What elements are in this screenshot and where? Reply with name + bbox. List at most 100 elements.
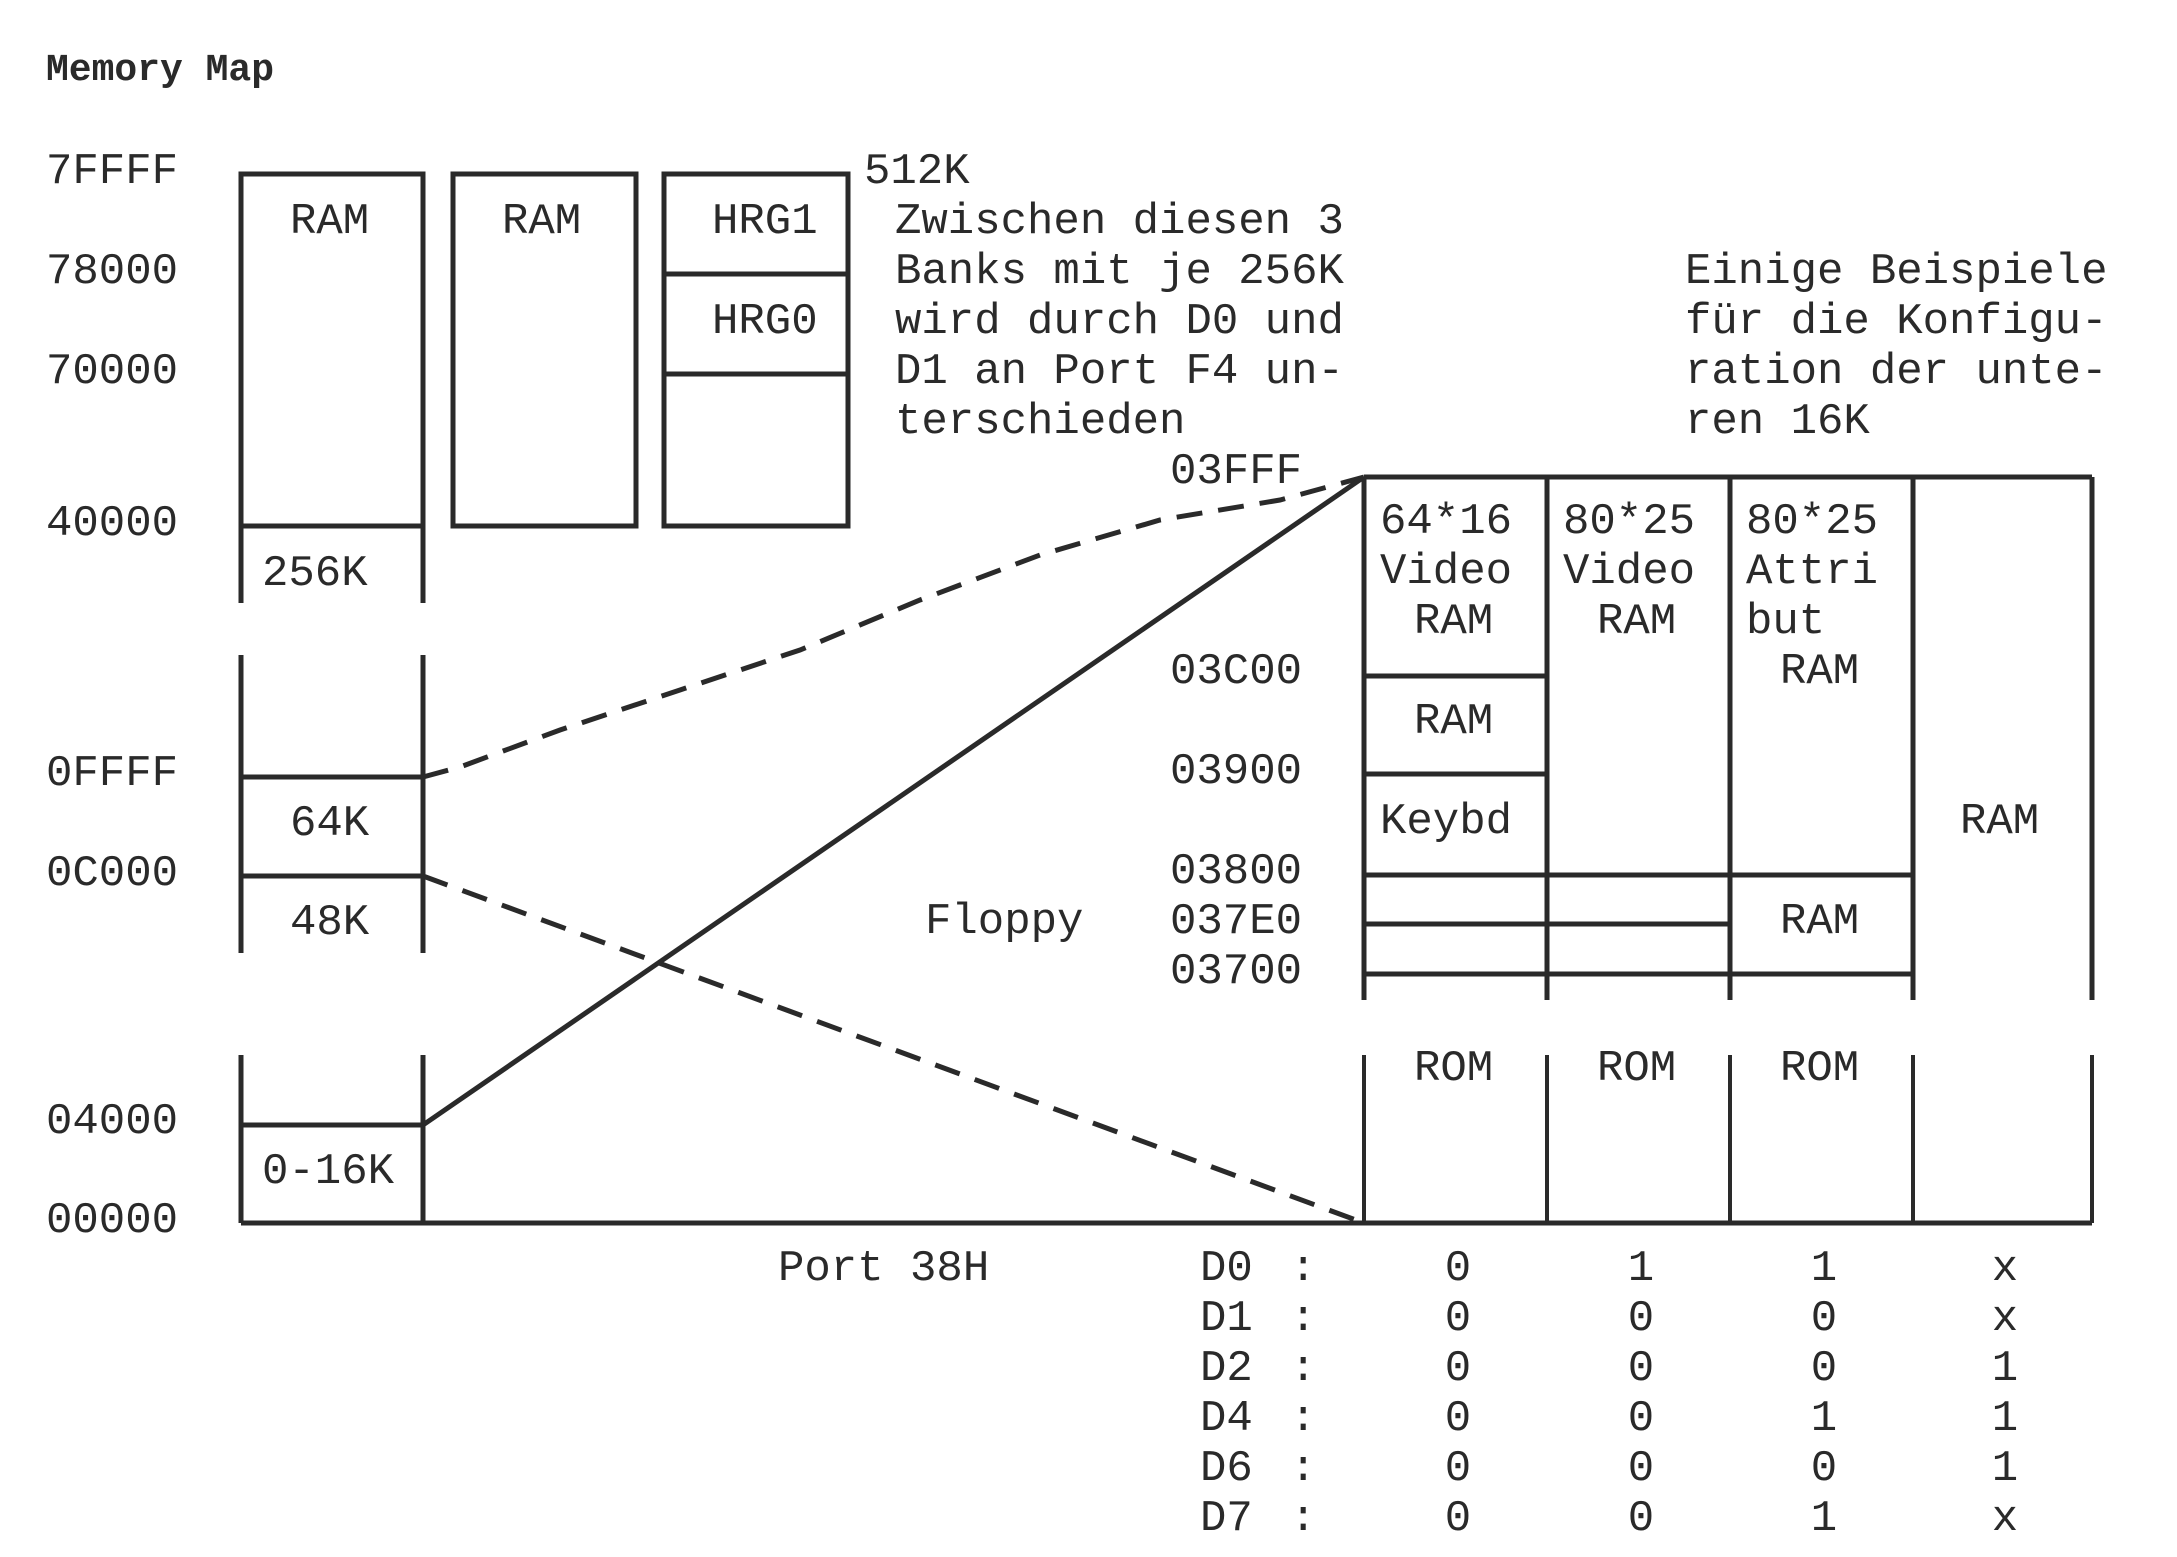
address-label-00000: 00000: [46, 1196, 178, 1246]
config-3-line: 80*25: [1746, 497, 1878, 547]
bit-value: x: [1992, 1494, 2018, 1544]
bit-value: 0: [1445, 1244, 1471, 1294]
config-note-line: für die Konfigu-: [1685, 297, 2107, 347]
config-2-line: RAM: [1597, 597, 1676, 647]
bank-note-line: D1 an Port F4 un-: [895, 347, 1344, 397]
config-3-line: RAM: [1780, 647, 1859, 697]
config-2-line: 80*25: [1563, 497, 1695, 547]
bank-0-256k-label: 256K: [262, 549, 368, 599]
page-title: Memory Map: [46, 49, 274, 92]
config-1-line: Video: [1380, 547, 1512, 597]
bit-name: D7: [1200, 1494, 1253, 1544]
config-address-03700: 03700: [1170, 947, 1302, 997]
config-2-line: Video: [1563, 547, 1695, 597]
bit-value: 0: [1445, 1444, 1471, 1494]
address-axis: 7FFFF 78000 70000 40000 0FFFF 0C000 0400…: [46, 147, 178, 1246]
bit-value: 1: [1811, 1244, 1837, 1294]
bit-value: 0: [1628, 1294, 1654, 1344]
address-label-04000: 04000: [46, 1097, 178, 1147]
config-note-line: Einige Beispiele: [1685, 247, 2107, 297]
bit-separator: :: [1290, 1294, 1316, 1344]
bit-value: 0: [1811, 1294, 1837, 1344]
size-512k-label: 512K: [864, 147, 970, 197]
bit-name: D0: [1200, 1244, 1253, 1294]
bit-value: 0: [1445, 1294, 1471, 1344]
bank-1-outline: [450, 171, 639, 529]
hrg1-label: HRG1: [712, 197, 818, 247]
config-grid: [1361, 474, 2095, 1223]
bit-name: D4: [1200, 1394, 1253, 1444]
floppy-label: Floppy: [925, 897, 1083, 947]
config-address-03c00: 03C00: [1170, 647, 1302, 697]
config-address-axis: 03FFF 03C00 03900 03800 037E0 03700: [1170, 447, 1302, 997]
bit-value: 1: [1628, 1244, 1654, 1294]
config-1-line: RAM: [1414, 597, 1493, 647]
config-1-line: 64*16: [1380, 497, 1512, 547]
bit-value: 0: [1445, 1494, 1471, 1544]
config-note-line: ren 16K: [1685, 397, 1870, 447]
bit-value: 0: [1811, 1344, 1837, 1394]
address-label-7ffff: 7FFFF: [46, 147, 178, 197]
bank-1-ram-label: RAM: [502, 197, 581, 247]
segment-48k-label: 48K: [290, 898, 370, 948]
port-label: Port 38H: [778, 1244, 989, 1294]
bank-note: Zwischen diesen 3 Banks mit je 256K wird…: [895, 197, 1344, 447]
config-80x25-video: 80*25 Video RAM ROM: [1563, 497, 1695, 1094]
bank-2-outline: [661, 171, 851, 529]
bank-0-ram-label: RAM: [290, 197, 369, 247]
bit-value: 0: [1628, 1444, 1654, 1494]
connector-0ffff-to-03fff: [422, 474, 1365, 780]
bit-separator: :: [1290, 1244, 1316, 1294]
bit-value: 1: [1992, 1344, 2018, 1394]
config-3-rom: ROM: [1780, 1044, 1859, 1094]
config-3-line: Attri: [1746, 547, 1878, 597]
bit-value: 0: [1811, 1444, 1837, 1494]
config-4-ram: RAM: [1960, 797, 2039, 847]
config-note-line: ration der unte-: [1685, 347, 2107, 397]
bit-name: D6: [1200, 1444, 1253, 1494]
config-80x25-attribute: 80*25 Attri but RAM RAM ROM: [1746, 497, 1878, 1094]
config-3-lower-ram: RAM: [1780, 897, 1859, 947]
bit-value: x: [1992, 1294, 2018, 1344]
config-note: Einige Beispiele für die Konfigu- ration…: [1685, 247, 2107, 447]
bit-value: 1: [1992, 1394, 2018, 1444]
bit-value: 0: [1445, 1394, 1471, 1444]
bit-value: 1: [1992, 1444, 2018, 1494]
segment-64k-label: 64K: [290, 799, 370, 849]
config-address-03900: 03900: [1170, 747, 1302, 797]
bank-note-line: wird durch D0 und: [895, 297, 1344, 347]
config-64x16: 64*16 Video RAM RAM Keybd ROM: [1380, 497, 1512, 1094]
bit-separator: :: [1290, 1444, 1316, 1494]
address-label-78000: 78000: [46, 247, 178, 297]
config-1-keybd: Keybd: [1380, 797, 1512, 847]
bit-name: D2: [1200, 1344, 1253, 1394]
connector-04000-to-03fff: [421, 474, 1366, 1128]
bit-value: 1: [1811, 1394, 1837, 1444]
config-1-ram: RAM: [1414, 697, 1493, 747]
config-3-line: but: [1746, 597, 1825, 647]
address-label-70000: 70000: [46, 347, 178, 397]
config-address-03fff: 03FFF: [1170, 447, 1302, 497]
address-label-0c000: 0C000: [46, 849, 178, 899]
bit-separator: :: [1290, 1394, 1316, 1444]
config-2-rom: ROM: [1597, 1044, 1676, 1094]
bit-value: 0: [1628, 1394, 1654, 1444]
hrg0-label: HRG0: [712, 297, 818, 347]
config-address-03800: 03800: [1170, 847, 1302, 897]
bank-1-column: RAM: [450, 171, 639, 529]
bank-note-line: Zwischen diesen 3: [895, 197, 1344, 247]
bank-0-column: RAM 256K 64K 48K 0-16K: [238, 171, 426, 1223]
config-1-rom: ROM: [1414, 1044, 1493, 1094]
bit-separator: :: [1290, 1344, 1316, 1394]
bank-0-upper-outline: [238, 171, 426, 603]
address-label-40000: 40000: [46, 499, 178, 549]
segment-0-16k-label: 0-16K: [262, 1147, 395, 1197]
bit-separator: :: [1290, 1494, 1316, 1544]
config-full-ram: RAM: [1960, 797, 2039, 847]
config-address-037e0: 037E0: [1170, 897, 1302, 947]
bank-2-column: HRG1 HRG0: [661, 171, 851, 529]
bit-value: 0: [1628, 1494, 1654, 1544]
